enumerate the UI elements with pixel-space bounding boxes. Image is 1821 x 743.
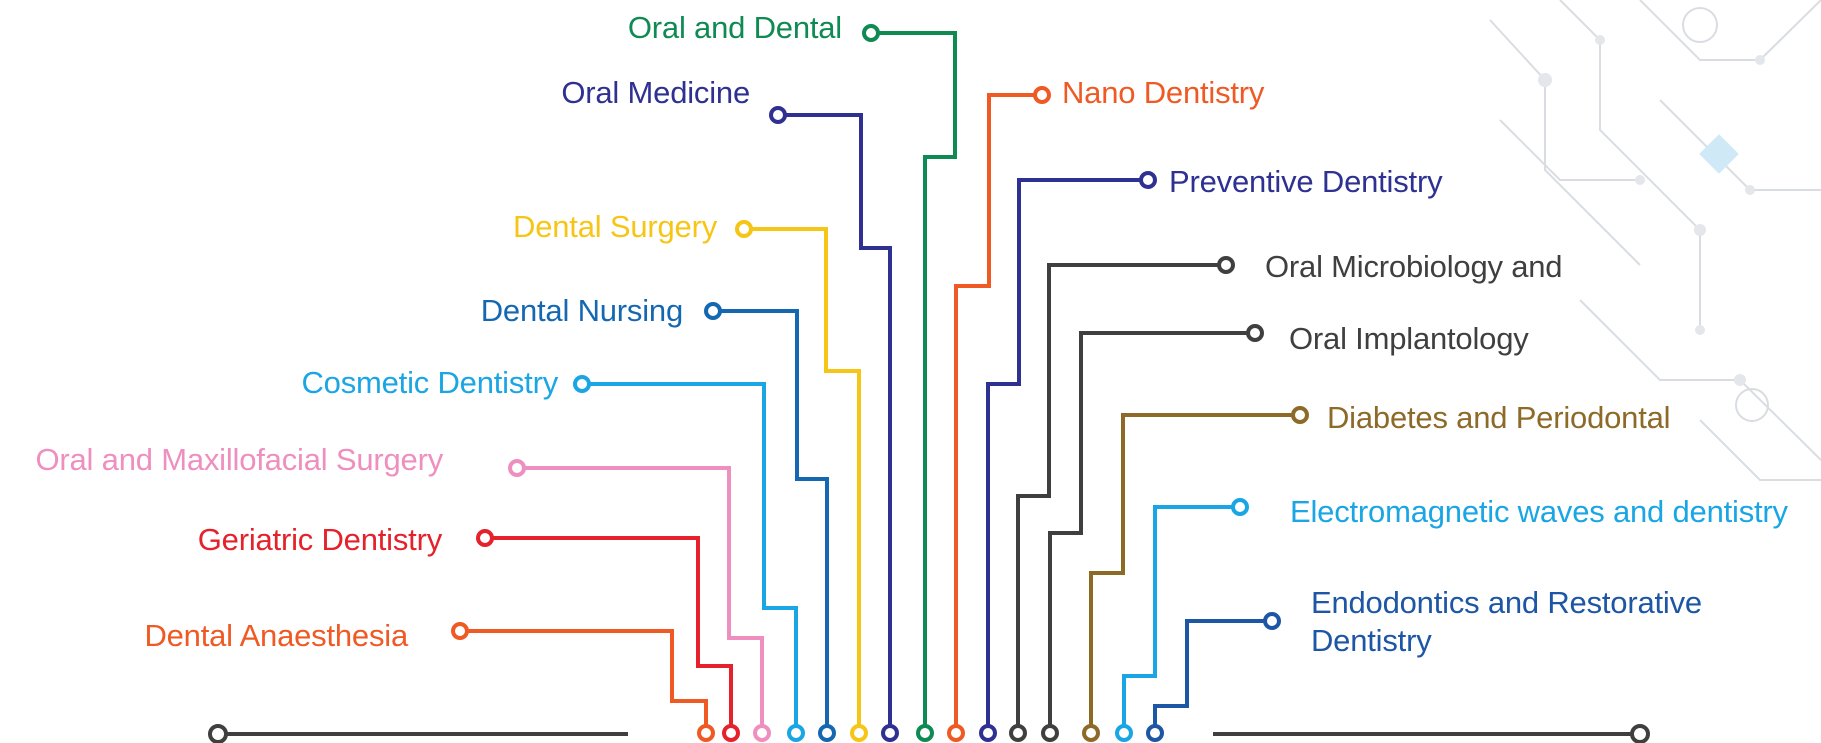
base-node-geriatric xyxy=(722,724,740,742)
connector-cosmetic-dentistry xyxy=(573,375,805,742)
circuit-background-decoration xyxy=(1489,0,1821,481)
end-node-geriatric xyxy=(476,529,494,547)
connector-oral-microbiology xyxy=(1009,256,1235,742)
circuit-dot xyxy=(1755,55,1765,65)
label-oral-microbiology: Oral Microbiology and xyxy=(1265,249,1563,284)
end-node-cosmetic-dentistry xyxy=(573,375,591,393)
base-node-oral-maxillofacial xyxy=(753,724,771,742)
base-node-preventive-dentistry xyxy=(979,724,997,742)
end-node-electromagnetic xyxy=(1231,498,1249,516)
label-nano-dentistry: Nano Dentistry xyxy=(1062,75,1265,110)
end-node-oral-implantology xyxy=(1246,324,1264,342)
connector-oral-implantology xyxy=(1041,324,1264,742)
connector-endodontics xyxy=(1146,612,1281,742)
end-node-oral-maxillofacial xyxy=(508,459,526,477)
end-node-oral-microbiology xyxy=(1217,256,1235,274)
circuit-trace xyxy=(1699,419,1821,481)
connector-dental-nursing xyxy=(704,302,836,742)
baseline xyxy=(208,724,1650,743)
base-node-anaesthesia xyxy=(697,724,715,742)
connector-diabetes-periodontal xyxy=(1082,406,1309,742)
connector-electromagnetic xyxy=(1115,498,1249,742)
label-electromagnetic: Electromagnetic waves and dentistry xyxy=(1290,494,1788,529)
connector-oral-maxillofacial xyxy=(508,459,771,742)
base-node-oral-microbiology xyxy=(1009,724,1027,742)
baseline-right-node xyxy=(1630,724,1650,743)
base-node-nano-dentistry xyxy=(947,724,965,742)
label-oral-maxillofacial: Oral and Maxillofacial Surgery xyxy=(35,442,443,477)
circuit-ring xyxy=(1682,7,1718,43)
label-endodontics: Endodontics and Restorative Dentistry xyxy=(1311,585,1702,658)
circuit-trace xyxy=(1499,119,1640,181)
wire-anaesthesia xyxy=(460,629,708,734)
base-node-oral-medicine xyxy=(881,724,899,742)
wire-nano-dentistry xyxy=(954,93,1042,734)
circuit-dot xyxy=(1538,73,1552,87)
base-node-diabetes-periodontal xyxy=(1082,724,1100,742)
circuit-dot xyxy=(1595,35,1605,45)
base-node-dental-surgery xyxy=(850,724,868,742)
circuit-dot xyxy=(1734,374,1746,386)
end-node-nano-dentistry xyxy=(1033,86,1051,104)
circuit-ring xyxy=(1735,388,1769,422)
connector-lines xyxy=(451,24,1309,742)
base-node-dental-nursing xyxy=(818,724,836,742)
circuit-dot xyxy=(1635,175,1645,185)
label-oral-medicine: Oral Medicine xyxy=(561,75,750,110)
label-anaesthesia: Dental Anaesthesia xyxy=(144,618,408,653)
connector-oral-and-dental xyxy=(862,24,957,742)
connector-anaesthesia xyxy=(451,622,715,742)
wire-preventive-dentistry xyxy=(986,178,1148,734)
base-node-oral-and-dental xyxy=(916,724,934,742)
connector-dental-surgery xyxy=(735,220,868,742)
circuit-trace xyxy=(1489,19,1641,266)
label-dental-surgery: Dental Surgery xyxy=(513,209,717,244)
end-node-dental-nursing xyxy=(704,302,722,320)
connector-preventive-dentistry xyxy=(979,171,1157,742)
circuit-trace xyxy=(1579,299,1821,461)
label-cosmetic-dentistry: Cosmetic Dentistry xyxy=(301,365,558,400)
label-geriatric: Geriatric Dentistry xyxy=(197,522,442,557)
end-node-diabetes-periodontal xyxy=(1291,406,1309,424)
label-oral-implantology: Oral Implantology xyxy=(1289,321,1529,356)
base-node-electromagnetic xyxy=(1115,724,1133,742)
label-oral-and-dental: Oral and Dental xyxy=(627,10,842,45)
end-node-preventive-dentistry xyxy=(1139,171,1157,189)
circuit-dot xyxy=(1695,325,1705,335)
circuit-dot xyxy=(1694,224,1706,236)
wire-oral-microbiology xyxy=(1016,263,1226,734)
wire-dental-surgery xyxy=(744,227,861,734)
label-dental-nursing: Dental Nursing xyxy=(480,293,683,328)
base-node-cosmetic-dentistry xyxy=(787,724,805,742)
end-node-oral-medicine xyxy=(769,106,787,124)
end-node-anaesthesia xyxy=(451,622,469,640)
wire-oral-medicine xyxy=(778,113,892,734)
baseline-left-node xyxy=(208,724,228,743)
end-node-endodontics xyxy=(1263,612,1281,630)
label-diabetes-periodontal: Diabetes and Periodontal xyxy=(1327,400,1671,435)
wire-oral-maxillofacial xyxy=(517,466,764,734)
circuit-trace xyxy=(1559,0,1701,330)
connector-oral-medicine xyxy=(769,106,899,742)
wire-geriatric xyxy=(485,536,733,734)
wire-oral-and-dental xyxy=(871,31,957,734)
end-node-dental-surgery xyxy=(735,220,753,238)
base-node-oral-implantology xyxy=(1041,724,1059,742)
connector-geriatric xyxy=(476,529,740,742)
wire-dental-nursing xyxy=(713,309,829,734)
label-preventive-dentistry: Preventive Dentistry xyxy=(1169,164,1443,199)
circuit-trace xyxy=(1639,0,1821,61)
wire-diabetes-periodontal xyxy=(1089,413,1300,734)
wire-cosmetic-dentistry xyxy=(582,382,798,734)
connector-nano-dentistry xyxy=(947,86,1051,742)
base-node-endodontics xyxy=(1146,724,1164,742)
end-node-oral-and-dental xyxy=(862,24,880,42)
wire-oral-implantology xyxy=(1048,331,1255,734)
circuit-dot xyxy=(1745,185,1755,195)
wire-electromagnetic xyxy=(1122,505,1240,734)
wire-endodontics xyxy=(1153,619,1272,734)
